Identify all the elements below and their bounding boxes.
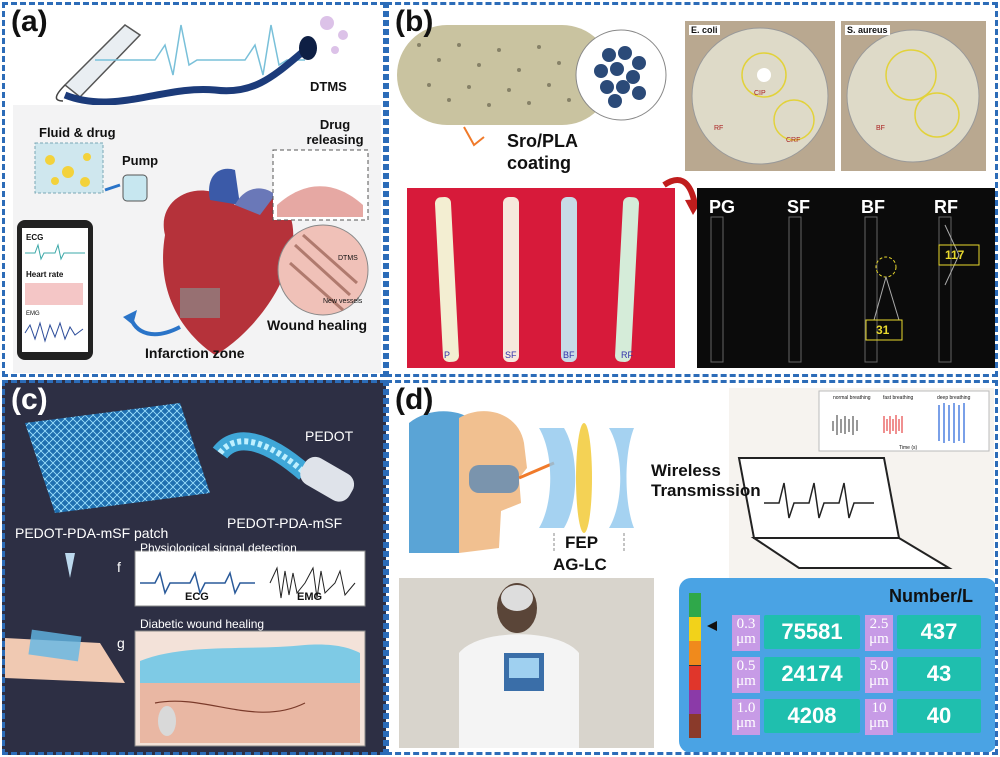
stick-p-label: P [444,350,451,360]
color-scale-segment [689,593,701,618]
fiber-label: PEDOT-PDA-mSF [227,515,343,531]
fiber-pg-label: PG [709,197,736,217]
saureus-label: S. aureus [845,25,890,35]
stick-rf-label: RF [621,350,633,360]
particle-value-0: 75581 [764,615,860,649]
fep-label: FEP [565,533,599,552]
coating-label: Sro/PLA coating [507,131,578,173]
panel-a: (a) DTMS Fluid & drug Pump Drug releasin… [2,2,386,377]
color-scale-segment [689,713,701,738]
phone-emg-label: EMG [26,311,40,317]
fiber-rf-label: RF [934,197,958,217]
diabetic-wound-label: Diabetic wound healing [140,617,265,631]
panel-c: (c) PEDOT PEDOT-PDA-mSF patch PEDOT-PDA-… [2,380,386,755]
ecoli-label: E. coli [689,25,720,35]
breathing-deep-label: deep breathing [937,395,971,401]
panel-c-illustration [5,403,366,747]
dish-rf-label: RF [714,125,724,132]
label-g: g [117,635,125,651]
value-31: 31 [876,323,890,337]
ecg-label: ECG [185,591,209,603]
particle-value-4: 4208 [764,699,860,733]
dtms-fiber [63,47,308,106]
ecg-wave [95,24,305,76]
number-title: Number/L [889,586,974,606]
color-scale-segment [689,641,701,666]
dtms-label: DTMS [310,79,347,94]
panel-b-tag: (b) [395,5,434,38]
fluid-drug-label: Fluid & drug [39,125,116,140]
panel-d: (d) Wireless Transmission FEP AG-LC norm… [386,380,998,755]
particle-value-5: 40 [897,699,981,733]
pedot-label: PEDOT [305,428,354,444]
syringe-icon [55,24,142,102]
color-scale-segment [689,665,701,690]
panel-c-tag: (c) [11,383,48,416]
phone-ecg-label: ECG [26,233,44,242]
phone-heart-rate-label: Heart rate [26,270,64,279]
panel-a-illustration [13,16,381,373]
wireless-label: Wireless Transmission [651,461,761,500]
panel-d-tag: (d) [395,383,434,416]
dish-bf-label: BF [876,125,885,132]
new-vessels-label: New vessels [323,298,363,305]
emg-label: EMG [297,591,323,603]
breathing-xlabel: Time (s) [899,445,918,451]
panel-a-tag: (a) [11,5,48,38]
color-scale-segment [689,617,701,642]
color-scale-segment [689,689,701,714]
dtms-small-label: DTMS [338,255,358,262]
panel-b: (b) Sro/PLA coating E. coli S. aureus CI… [386,2,998,377]
fiber-sf-label: SF [787,197,811,217]
infarction-zone-label: Infarction zone [145,345,245,361]
label-f: f [117,559,121,575]
patch-label: PEDOT-PDA-mSF patch [15,525,169,541]
signal-detection-label: Physiological signal detection [140,541,297,555]
fiber-bf-label: BF [861,197,885,217]
heart-illustration [163,168,294,355]
wound-healing-label: Wound healing [267,317,368,333]
particle-value-1: 437 [897,615,981,649]
stick-sf-label: SF [505,350,517,360]
dish-cip-label: CIP [754,90,766,97]
drug-releasing-label: Drug releasing [306,117,364,147]
breathing-fast-label: fast breathing [883,395,914,401]
panel-b-illustration [397,21,995,368]
breathing-normal-label: normal breathing [833,395,871,401]
stick-bf-label: BF [563,350,575,360]
dish-crf-label: CRF [786,137,801,144]
particle-value-2: 24174 [764,657,860,691]
value-117: 117 [945,248,965,262]
aglc-label: AG-LC [553,555,607,574]
pump-label: Pump [122,153,159,168]
particle-value-3: 43 [897,657,981,691]
